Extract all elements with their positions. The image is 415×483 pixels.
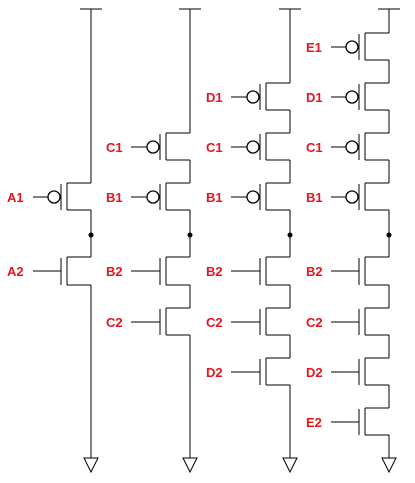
- ground-symbol: [282, 457, 298, 474]
- pmos-gate-bubble: [345, 190, 359, 204]
- gate-label-c1: C1: [306, 140, 323, 155]
- gate-label-b2: B2: [206, 264, 223, 279]
- gate-label-d2: D2: [306, 365, 323, 380]
- pmos-gate-bubble: [345, 140, 359, 154]
- ground-symbol: [83, 457, 99, 474]
- pmos-gate-bubble: [47, 190, 61, 204]
- pmos-gate-bubble: [246, 190, 260, 204]
- output-node: [287, 232, 293, 238]
- column-1: A1 A2: [7, 8, 102, 474]
- ground-symbol: [182, 457, 198, 474]
- gate-label-b2: B2: [106, 264, 123, 279]
- ground-symbol: [381, 457, 397, 474]
- gate-label-b2: B2: [306, 264, 323, 279]
- pmos-gate-bubble: [246, 140, 260, 154]
- output-node: [187, 232, 193, 238]
- gate-label-a2: A2: [7, 264, 24, 279]
- column-4: E1 D1 C1 B1 B2: [306, 8, 400, 474]
- output-node: [386, 232, 392, 238]
- pmos-gate-bubble: [246, 90, 260, 104]
- gate-label-e1: E1: [306, 40, 322, 55]
- gate-label-e2: E2: [306, 415, 322, 430]
- gate-label-c1: C1: [106, 140, 123, 155]
- gate-label-c2: C2: [306, 315, 323, 330]
- gate-label-c2: C2: [106, 315, 123, 330]
- gate-label-d1: D1: [306, 90, 323, 105]
- pmos-gate-bubble: [345, 90, 359, 104]
- gate-label-c1: C1: [206, 140, 223, 155]
- column-3: D1 C1 B1 B2 C2: [206, 8, 301, 474]
- gate-label-a1: A1: [7, 190, 24, 205]
- gate-label-b1: B1: [306, 190, 323, 205]
- output-node: [88, 232, 94, 238]
- gate-label-d2: D2: [206, 365, 223, 380]
- gate-label-c2: C2: [206, 315, 223, 330]
- pmos-gate-bubble: [146, 190, 160, 204]
- gate-label-d1: D1: [206, 90, 223, 105]
- gate-label-b1: B1: [206, 190, 223, 205]
- column-2: C1 B1 B2 C2: [106, 8, 201, 474]
- pmos-gate-bubble: [146, 140, 160, 154]
- pmos-gate-bubble: [345, 40, 359, 54]
- gate-label-b1: B1: [106, 190, 123, 205]
